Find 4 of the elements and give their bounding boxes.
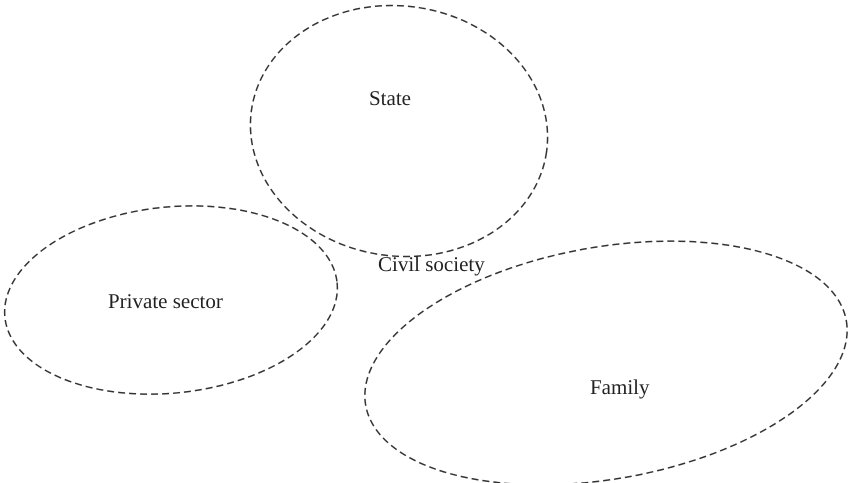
overlap-label: Civil society: [378, 252, 485, 277]
ellipse-label: State: [369, 86, 411, 111]
ellipse-label: Private sector: [108, 289, 223, 314]
ellipse-label: Family: [590, 375, 650, 400]
